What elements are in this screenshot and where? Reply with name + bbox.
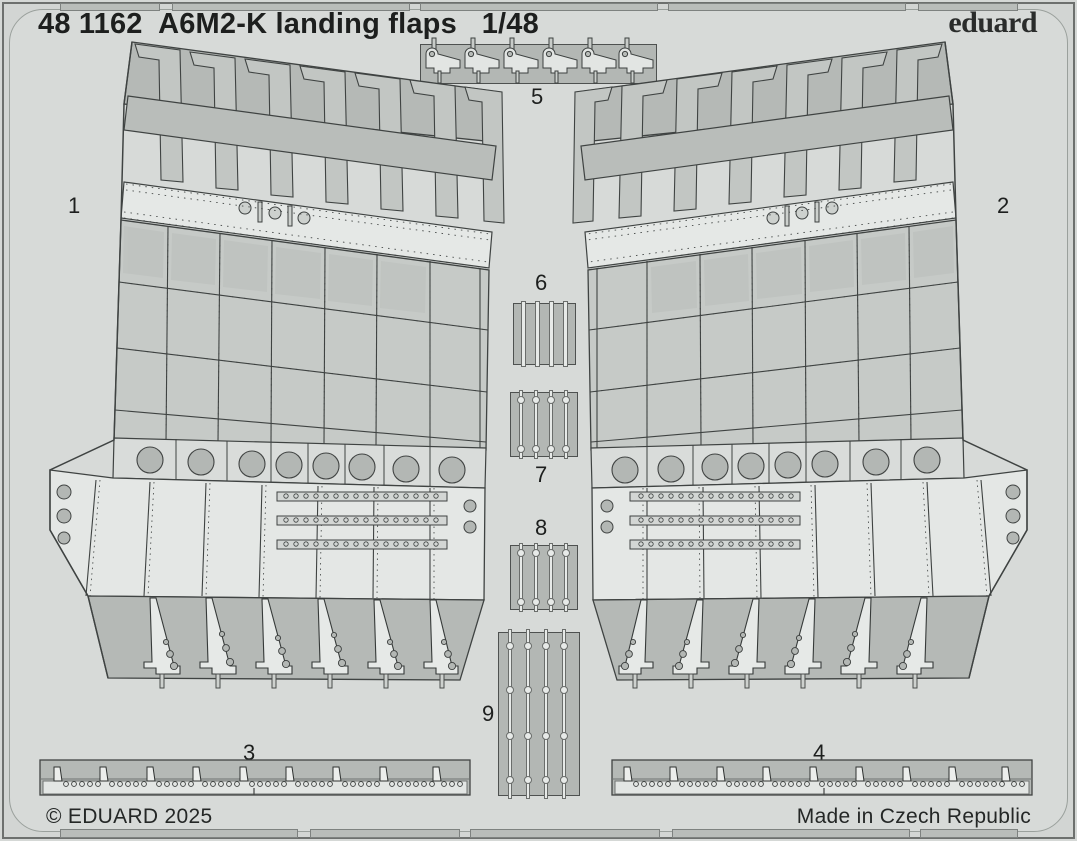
carrier-tab-bottom	[920, 829, 1018, 838]
carrier-tab-bottom	[672, 829, 910, 838]
carrier-tab-top	[420, 3, 658, 11]
part-9-node	[506, 776, 514, 784]
part-9-node	[506, 642, 514, 650]
carrier-tab-top	[668, 3, 906, 11]
part-9-node	[524, 642, 532, 650]
part-7-node	[562, 396, 570, 404]
part-label-7: 7	[535, 462, 548, 487]
part-label-1: 1	[68, 193, 81, 218]
part-7-strip	[519, 390, 523, 459]
part-6-strip	[535, 301, 540, 367]
part-4	[611, 759, 1033, 796]
carrier-tab-bottom	[60, 829, 298, 838]
part-2	[572, 41, 1028, 689]
part-6-strip	[549, 301, 554, 367]
part-9-node	[542, 732, 550, 740]
part-8-node	[532, 598, 540, 606]
part-7-node	[532, 396, 540, 404]
part-label-8: 8	[535, 515, 548, 540]
part-7-strip	[549, 390, 553, 459]
part-9-node	[560, 776, 568, 784]
part-label-4: 4	[813, 740, 826, 765]
part-label-9: 9	[482, 701, 495, 726]
part-6-strip	[521, 301, 526, 367]
part-9-node	[506, 686, 514, 694]
part-8-node	[562, 549, 570, 557]
part-1	[49, 41, 505, 689]
part-8-node	[562, 598, 570, 606]
part-9-node	[524, 732, 532, 740]
part-7-node	[517, 396, 525, 404]
part-9-node	[560, 642, 568, 650]
part-label-5: 5	[531, 84, 544, 109]
carrier-tab-bottom	[470, 829, 660, 838]
part-9-node	[542, 776, 550, 784]
origin-text: Made in Czech Republic	[796, 805, 1031, 828]
carrier-tab-top	[60, 3, 160, 11]
part-8-node	[547, 549, 555, 557]
carrier-tab-top	[172, 3, 410, 11]
part-9-node	[524, 686, 532, 694]
carrier-tab-top	[918, 3, 1018, 11]
part-9-node	[560, 732, 568, 740]
part-7-node	[547, 445, 555, 453]
part-label-2: 2	[997, 193, 1010, 218]
brand-logo: eduard	[948, 6, 1037, 39]
part-9-rod	[562, 629, 566, 799]
part-6-strip	[563, 301, 568, 367]
part-8-node	[547, 598, 555, 606]
part-8-node	[532, 549, 540, 557]
part-7-strip	[564, 390, 568, 459]
part-label-6: 6	[535, 270, 548, 295]
part-9-node	[524, 776, 532, 784]
part-7-strip	[534, 390, 538, 459]
part-7-node	[547, 396, 555, 404]
part-8-node	[517, 549, 525, 557]
part-9-node	[542, 642, 550, 650]
copyright-text: © EDUARD 2025	[46, 805, 213, 828]
part-7-node	[517, 445, 525, 453]
part-9-node	[560, 686, 568, 694]
part-3	[39, 759, 471, 796]
part-9-rod	[526, 629, 530, 799]
page-title: 48 1162 A6M2-K landing flaps 1/48	[38, 8, 539, 40]
part-9-node	[542, 686, 550, 694]
part-8-strip	[564, 543, 568, 612]
part-8-strip	[519, 543, 523, 612]
part-9-rod	[544, 629, 548, 799]
carrier-tab-bottom	[310, 829, 460, 838]
part-7-node	[562, 445, 570, 453]
part-7-node	[532, 445, 540, 453]
part-8-strip	[549, 543, 553, 612]
part-8-strip	[534, 543, 538, 612]
part-9-rod	[508, 629, 512, 799]
part-9-node	[506, 732, 514, 740]
part-label-3: 3	[243, 740, 256, 765]
part-8-node	[517, 598, 525, 606]
